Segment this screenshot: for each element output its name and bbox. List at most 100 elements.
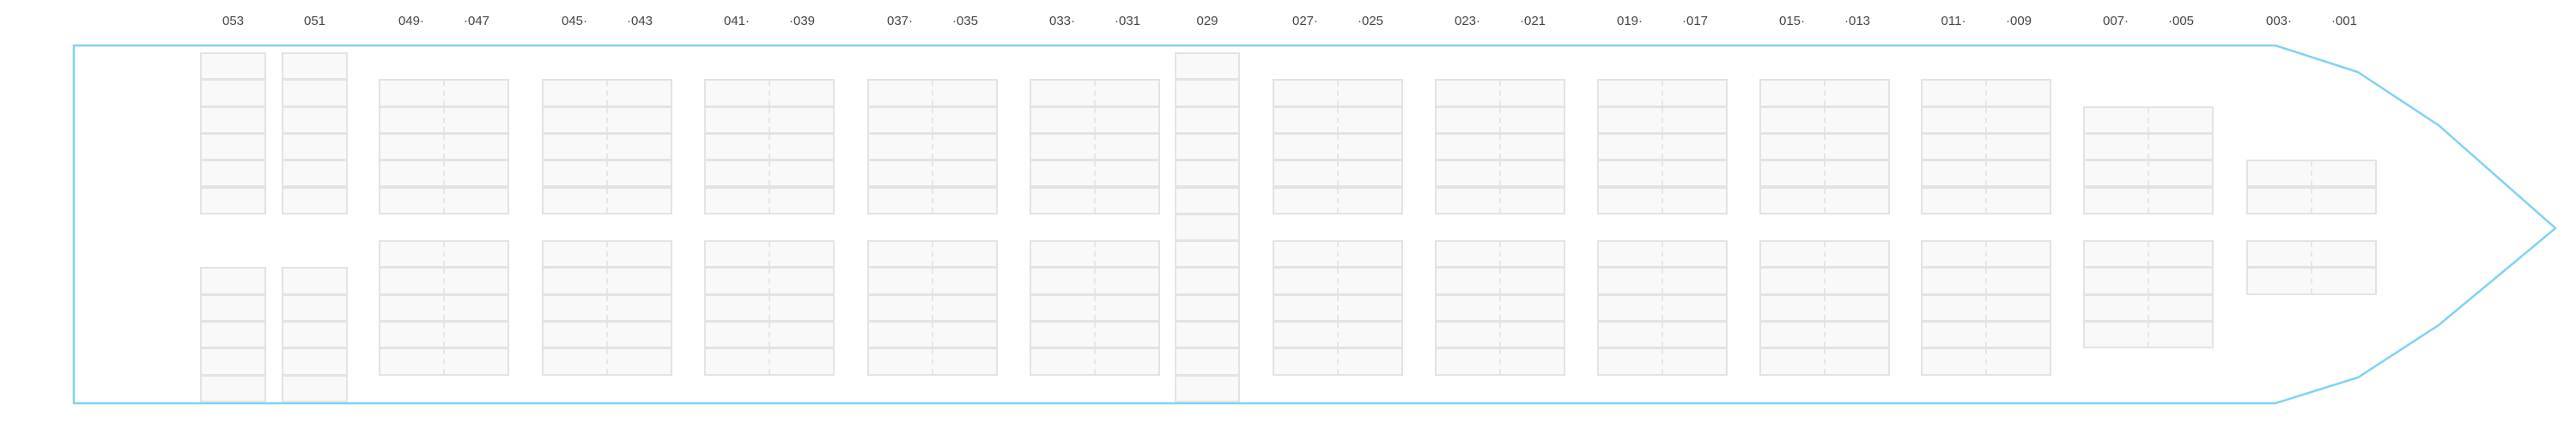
slot-divider bbox=[1824, 242, 1826, 267]
container-slot[interactable] bbox=[200, 79, 266, 107]
slot-divider bbox=[1094, 188, 1096, 213]
container-slot[interactable] bbox=[282, 267, 348, 295]
container-slot[interactable] bbox=[200, 374, 266, 402]
slot-divider bbox=[1337, 107, 1339, 132]
container-slot[interactable] bbox=[282, 160, 348, 188]
container-slot[interactable] bbox=[282, 52, 348, 81]
slot-divider bbox=[1985, 81, 1987, 106]
slot-divider bbox=[769, 107, 770, 132]
slot-divider bbox=[1824, 188, 1826, 213]
bay-label: 041· bbox=[723, 14, 750, 28]
slot-divider bbox=[769, 81, 770, 106]
slot-divider bbox=[932, 349, 933, 374]
slot-divider bbox=[1985, 161, 1987, 186]
bay-label: 029 bbox=[1196, 14, 1218, 28]
bay-label: 003· bbox=[2265, 14, 2293, 28]
bay-label: ·035 bbox=[951, 14, 979, 28]
container-slot[interactable] bbox=[1175, 347, 1240, 376]
slot-divider bbox=[443, 349, 445, 374]
slot-divider bbox=[1499, 134, 1501, 160]
slot-divider bbox=[443, 107, 445, 132]
container-slot[interactable] bbox=[1175, 321, 1240, 349]
bay-label: 019· bbox=[1616, 14, 1643, 28]
slot-divider bbox=[1094, 269, 1096, 293]
container-slot[interactable] bbox=[282, 347, 348, 376]
slot-divider bbox=[1337, 323, 1339, 347]
container-slot[interactable] bbox=[1175, 213, 1240, 242]
slot-divider bbox=[1337, 81, 1339, 106]
container-slot[interactable] bbox=[1175, 160, 1240, 188]
slot-divider bbox=[1337, 349, 1339, 374]
container-slot[interactable] bbox=[1175, 132, 1240, 161]
container-slot[interactable] bbox=[282, 374, 348, 402]
slot-divider bbox=[1094, 134, 1096, 160]
container-slot[interactable] bbox=[282, 79, 348, 107]
container-slot[interactable] bbox=[200, 106, 266, 134]
slot-divider bbox=[1824, 269, 1826, 293]
slot-divider bbox=[443, 323, 445, 347]
container-slot[interactable] bbox=[282, 106, 348, 134]
bay-label: 027· bbox=[1291, 14, 1319, 28]
slot-divider bbox=[443, 161, 445, 186]
slot-divider bbox=[2148, 295, 2149, 320]
container-slot[interactable] bbox=[1175, 79, 1240, 107]
slot-divider bbox=[1985, 188, 1987, 213]
bay-label: ·009 bbox=[2005, 14, 2032, 28]
container-slot[interactable] bbox=[200, 160, 266, 188]
container-slot[interactable] bbox=[1175, 267, 1240, 295]
slot-divider bbox=[1662, 323, 1663, 347]
container-slot[interactable] bbox=[282, 321, 348, 349]
bay-label: ·017 bbox=[1681, 14, 1709, 28]
slot-divider bbox=[443, 134, 445, 160]
slot-divider bbox=[2148, 188, 2149, 213]
container-slot[interactable] bbox=[282, 186, 348, 214]
bay-label: 051 bbox=[303, 14, 326, 28]
container-slot[interactable] bbox=[200, 186, 266, 214]
slot-divider bbox=[1094, 161, 1096, 186]
container-slot[interactable] bbox=[1175, 240, 1240, 269]
slot-divider bbox=[1499, 295, 1501, 320]
container-slot[interactable] bbox=[1175, 106, 1240, 134]
slot-divider bbox=[1662, 349, 1663, 374]
slot-divider bbox=[769, 295, 770, 320]
slot-divider bbox=[606, 81, 608, 106]
slot-divider bbox=[1662, 107, 1663, 132]
container-slot[interactable] bbox=[542, 240, 672, 269]
container-slot[interactable] bbox=[1175, 52, 1240, 81]
slot-divider bbox=[443, 269, 445, 293]
slot-divider bbox=[769, 188, 770, 213]
container-slot[interactable] bbox=[200, 52, 266, 81]
container-slot[interactable] bbox=[200, 347, 266, 376]
container-slot[interactable] bbox=[200, 321, 266, 349]
slot-divider bbox=[443, 81, 445, 106]
slot-divider bbox=[932, 134, 933, 160]
bay-label: ·025 bbox=[1357, 14, 1384, 28]
slot-divider bbox=[1499, 161, 1501, 186]
slot-divider bbox=[1094, 81, 1096, 106]
slot-divider bbox=[1662, 295, 1663, 320]
bay-label: ·039 bbox=[788, 14, 816, 28]
container-slot[interactable] bbox=[1175, 374, 1240, 402]
slot-divider bbox=[1094, 107, 1096, 132]
slot-divider bbox=[1499, 107, 1501, 132]
slot-divider bbox=[769, 242, 770, 267]
container-slot[interactable] bbox=[200, 132, 266, 161]
slot-divider bbox=[2311, 188, 2312, 213]
slot-divider bbox=[2311, 161, 2312, 186]
slot-divider bbox=[932, 242, 933, 267]
slot-divider bbox=[1662, 242, 1663, 267]
bay-label: 037· bbox=[886, 14, 914, 28]
bay-label: ·043 bbox=[626, 14, 653, 28]
container-slot[interactable] bbox=[200, 267, 266, 295]
slot-divider bbox=[1337, 161, 1339, 186]
container-slot[interactable] bbox=[1175, 186, 1240, 214]
container-slot[interactable] bbox=[282, 132, 348, 161]
bay-label: ·001 bbox=[2330, 14, 2358, 28]
slot-divider bbox=[1985, 107, 1987, 132]
container-slot[interactable] bbox=[200, 293, 266, 322]
slot-divider bbox=[1499, 349, 1501, 374]
slot-divider bbox=[606, 107, 608, 132]
container-slot[interactable] bbox=[1175, 293, 1240, 322]
container-slot[interactable] bbox=[282, 293, 348, 322]
slot-divider bbox=[1094, 242, 1096, 267]
